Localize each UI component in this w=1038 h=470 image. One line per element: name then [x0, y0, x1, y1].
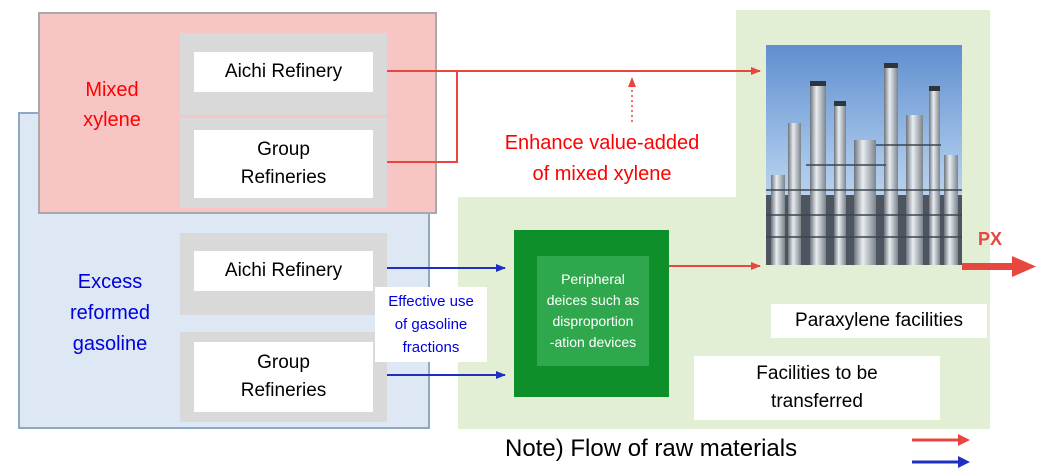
group-refineries-box-bottom: Group Refineries: [194, 342, 373, 412]
enhance-line-2: of mixed xylene: [532, 163, 672, 185]
aichi-refinery-label-bottom: Aichi Refinery: [224, 260, 343, 281]
peripheral-line-4: -ation devices: [549, 334, 637, 350]
effective-use-label: Effective use of gasoline fractions: [375, 287, 487, 362]
effective-line-3: fractions: [402, 339, 460, 356]
mixed-xylene-line-2: xylene: [83, 109, 141, 131]
excess-gasoline-line-2: reformed: [69, 302, 151, 324]
group-refineries-bottom-line-2: Refineries: [240, 380, 327, 401]
group-refineries-top-line-2: Refineries: [240, 167, 327, 188]
legend-note: Note) Flow of raw materials: [505, 435, 798, 462]
aichi-refinery-label-top: Aichi Refinery: [224, 61, 343, 82]
group-refineries-box-top: Group Refineries: [194, 130, 373, 198]
paraxylene-facilities-caption: Paraxylene facilities: [771, 304, 987, 338]
aichi-refinery-box-bottom: Aichi Refinery: [194, 251, 373, 291]
excess-gasoline-line-1: Excess: [77, 271, 143, 293]
peripheral-line-1: Peripheral: [561, 271, 625, 287]
red-flow-to-paraxylene: [387, 67, 761, 163]
group-refineries-top-line-1: Group: [257, 139, 310, 160]
enhance-line-1: Enhance value-added: [504, 132, 700, 154]
enhance-value-label: Enhance value-added of mixed xylene: [466, 128, 738, 190]
peripheral-line-3: disproportion: [552, 313, 634, 329]
legend-arrows: [912, 434, 970, 468]
px-output-arrow: [962, 256, 1036, 277]
effective-line-2: of gasoline: [394, 316, 468, 333]
effective-line-1: Effective use: [388, 293, 474, 310]
group-refineries-bottom-line-1: Group: [257, 352, 310, 373]
peripheral-line-2: deices such as: [546, 292, 640, 308]
excess-gasoline-label: Excess reformed gasoline: [50, 267, 170, 360]
paraxylene-facilities-label: Paraxylene facilities: [795, 310, 963, 331]
aichi-refinery-box-top: Aichi Refinery: [194, 52, 373, 92]
refinery-towers-image: [766, 45, 962, 265]
px-label: PX: [978, 229, 1003, 249]
facilities-line-2: transferred: [771, 391, 863, 412]
mixed-xylene-label: Mixed xylene: [52, 75, 172, 135]
peripheral-devices-label: Peripheral deices such as disproportion …: [537, 256, 649, 366]
paraxylene-facility-photo: [766, 45, 962, 265]
mixed-xylene-line-1: Mixed: [85, 79, 139, 101]
excess-gasoline-line-3: gasoline: [72, 333, 148, 355]
facilities-transferred-label: Facilities to be transferred: [694, 356, 940, 420]
facilities-line-1: Facilities to be: [756, 363, 878, 384]
